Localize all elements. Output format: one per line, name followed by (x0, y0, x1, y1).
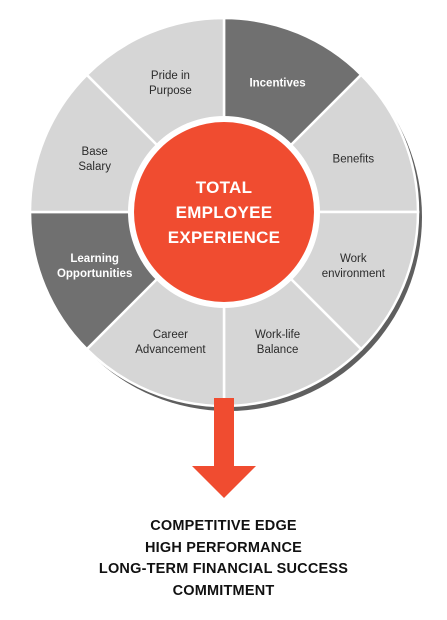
segment-label-benefits: Benefits (333, 153, 375, 165)
segment-label-pride-in-purpose: Pride in (151, 70, 190, 82)
segment-label-career-advancement: Advancement (135, 344, 206, 356)
center-circle (128, 116, 320, 308)
arrow-head (192, 466, 256, 498)
center-fill (134, 122, 314, 302)
segment-label-work-environment: Work (340, 253, 367, 265)
segment-label-incentives: Incentives (249, 78, 305, 90)
segment-label-work-environment: environment (322, 268, 386, 280)
segment-label-pride-in-purpose: Purpose (149, 85, 192, 97)
down-arrow-icon (192, 398, 256, 498)
segment-label-base-salary: Salary (78, 161, 111, 173)
outcome-item: LONG-TERM FINANCIAL SUCCESS (98, 561, 349, 577)
segment-label-work-life-balance: Balance (257, 344, 299, 356)
arrow-shaft (214, 398, 234, 473)
segment-label-learning-opportunities: Learning (70, 253, 119, 265)
outcome-item: HIGH PERFORMANCE (144, 539, 303, 556)
segment-label-learning-opportunities: Opportunities (57, 268, 132, 280)
wheel-segments (28, 16, 420, 408)
segment-label-career-advancement: Career (153, 329, 188, 341)
outcome-item: COMPETITIVE EDGE (150, 518, 297, 534)
outcomes-list: COMPETITIVE EDGE HIGH PERFORMANCE LONG-T… (0, 516, 447, 602)
center-title: TOTAL EMPLOYEE EXPERIENCE (168, 178, 281, 247)
center-title-line: EMPLOYEE (176, 203, 273, 222)
segment-label-work-life-balance: Work-life (255, 329, 300, 341)
center-title-line: EXPERIENCE (168, 228, 281, 247)
segment-label-base-salary: Base (82, 146, 108, 158)
outcome-item: COMMITMENT (172, 582, 275, 599)
center-title-line: TOTAL (196, 178, 253, 197)
